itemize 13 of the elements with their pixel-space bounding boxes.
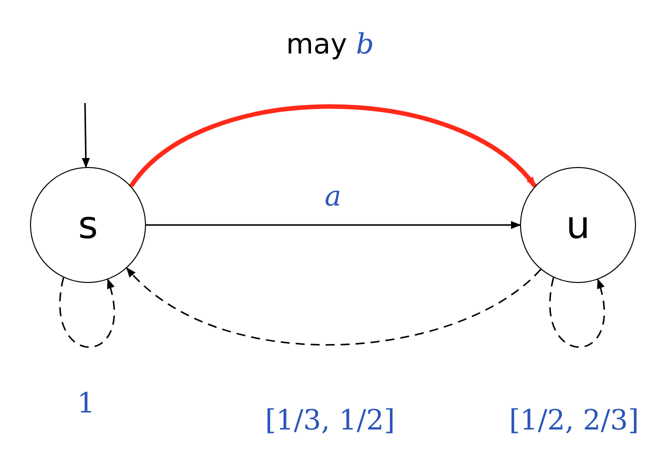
edge-label: [1/3, 1/2] bbox=[265, 404, 395, 436]
state-name: u bbox=[566, 206, 590, 244]
self-loop-arrow bbox=[549, 277, 605, 348]
transition-arrow bbox=[126, 267, 542, 346]
edge-label: may b bbox=[286, 28, 374, 60]
edge-label: a bbox=[324, 180, 342, 212]
edge-label: 1 bbox=[77, 386, 95, 420]
transition-arrow bbox=[82, 102, 90, 168]
self-loop-arrow bbox=[59, 277, 115, 348]
state-name: s bbox=[78, 206, 98, 244]
transition-arrow bbox=[129, 104, 537, 188]
transition-arrow bbox=[146, 221, 521, 229]
edge-label: [1/2, 2/3] bbox=[509, 404, 639, 436]
